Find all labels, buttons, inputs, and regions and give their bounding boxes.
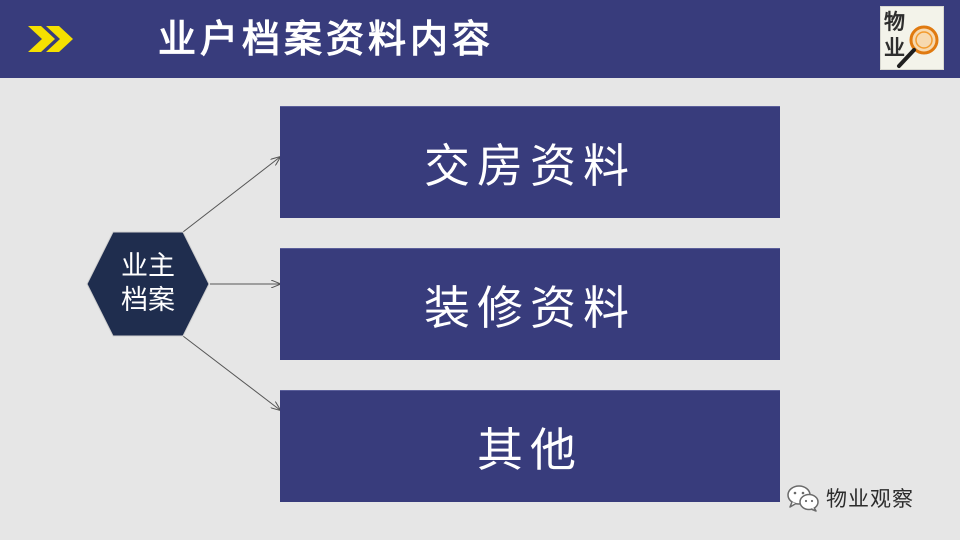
center-node-label: 业主 档案 [86,231,210,337]
center-node-line-2: 档案 [121,285,175,316]
box-handover-docs: 交房资料 [280,106,780,218]
box-renovation-docs: 装修资料 [280,248,780,360]
logo-text-2: 业 [884,35,905,60]
page-title: 业户档案资料内容 [158,17,495,61]
watermark-text: 物业观察 [826,487,914,511]
center-node-line-1: 业主 [121,251,175,282]
logo-text-1: 物 [884,9,905,34]
center-hexagon [86,231,210,337]
header-bar: 业户档案资料内容 物 业 [0,0,960,78]
magnifier-icon [897,25,939,68]
wechat-icon [787,485,819,512]
watermark: 物业观察 [786,483,914,513]
logo: 物 业 [880,6,944,70]
arrow-to-box-1 [182,157,280,233]
arrow-to-box-3 [182,335,280,410]
double-chevron-icon [28,26,73,52]
box-other: 其他 [280,390,780,502]
